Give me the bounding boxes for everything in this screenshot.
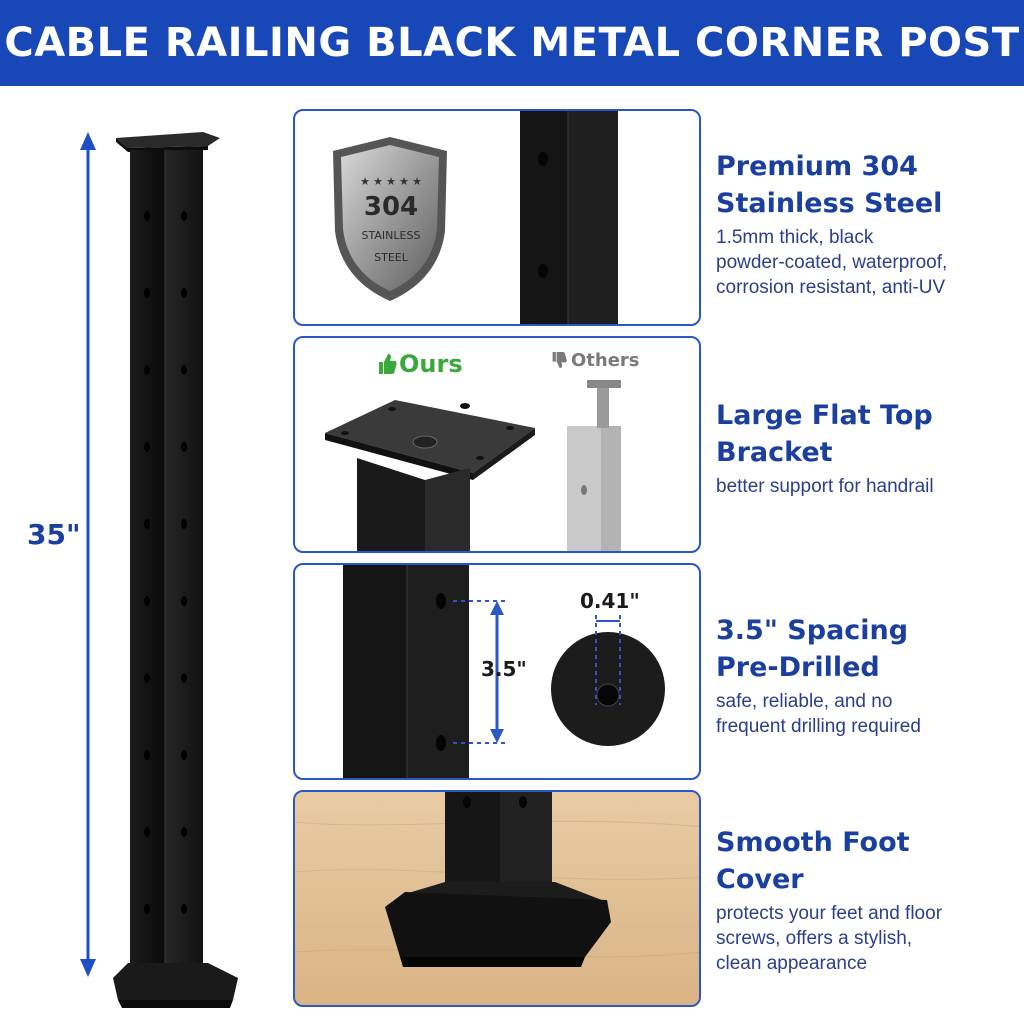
feature-spacing: 3.5" Spacing Pre-Drilled safe, reliable,… (716, 612, 1016, 739)
thumbs-up-icon (379, 354, 397, 374)
badge-star-icon: ★ (386, 175, 396, 188)
post-hole (181, 750, 187, 760)
bracket-panel-art (325, 380, 621, 551)
feature-desc-line: protects your feet and floor (716, 903, 943, 924)
feature-stainless: Premium 304 Stainless Steel 1.5mm thick,… (716, 148, 1016, 300)
feature-desc: better support for handrail (716, 474, 1016, 499)
badge-star-icon: ★ (360, 175, 370, 188)
post-hole (181, 211, 187, 221)
post-hole (181, 519, 187, 529)
ours-label: Ours (399, 350, 463, 378)
thumbs-down-icon (552, 352, 567, 368)
feature-title-line: Bracket (716, 437, 833, 468)
hole-size-label: 0.41" (580, 589, 640, 613)
feature-desc-line: clean appearance (716, 953, 868, 974)
feature-title-line: Premium 304 (716, 151, 918, 182)
height-arrow-icon (80, 132, 96, 977)
post-hole (144, 211, 150, 221)
feature-desc-line: powder-coated, waterproof, (716, 252, 948, 273)
post-hole (181, 288, 187, 298)
badge-line1: STAINLESS (362, 229, 421, 242)
feature-desc: 1.5mm thick, black powder-coated, waterp… (716, 225, 1016, 300)
panel-spacing: 3.5" 0.41" (293, 563, 701, 780)
feature-title: 3.5" Spacing Pre-Drilled (716, 612, 1016, 686)
post-hole (144, 827, 150, 837)
panel-foot-cover (293, 790, 701, 1007)
post-hole (144, 519, 150, 529)
post-hole (144, 750, 150, 760)
corner-post-image (113, 132, 238, 1008)
feature-bracket: Large Flat Top Bracket better support fo… (716, 397, 1016, 499)
post-hole (144, 904, 150, 914)
post-hole (181, 365, 187, 375)
feature-desc: safe, reliable, and no frequent drilling… (716, 689, 1016, 739)
feature-foot-cover: Smooth Foot Cover protects your feet and… (716, 824, 1016, 976)
feature-desc: protects your feet and floor screws, off… (716, 901, 1016, 976)
height-label: 35" (27, 518, 81, 551)
feature-title-line: Smooth Foot (716, 827, 910, 858)
feature-desc-line: corrosion resistant, anti-UV (716, 277, 946, 298)
badge-line2: STEEL (374, 251, 409, 264)
panel-stainless-steel: ★★★★★ 304 STAINLESS STEEL (293, 109, 701, 326)
post-hole (144, 365, 150, 375)
post-hole (181, 673, 187, 683)
post-hole (181, 904, 187, 914)
post-hole (181, 596, 187, 606)
feature-title-line: Stainless Steel (716, 188, 943, 219)
feature-title: Premium 304 Stainless Steel (716, 148, 1016, 222)
badge-star-icon: ★ (373, 175, 383, 188)
feature-desc-line: safe, reliable, and no (716, 691, 893, 712)
post-hole (144, 673, 150, 683)
feature-title: Large Flat Top Bracket (716, 397, 1016, 471)
stainless-panel-art: ★★★★★ 304 STAINLESS STEEL (333, 111, 618, 324)
badge-star-icon: ★ (399, 175, 409, 188)
feature-title-line: Large Flat Top (716, 400, 933, 431)
title-banner: CABLE RAILING BLACK METAL CORNER POST (0, 0, 1024, 86)
foot-panel-art (295, 792, 699, 1005)
panel-top-bracket: Ours Others (293, 336, 701, 553)
feature-title: Smooth Foot Cover (716, 824, 1016, 898)
post-hole (144, 596, 150, 606)
feature-desc-line: 1.5mm thick, black (716, 227, 874, 248)
badge-grade: 304 (364, 192, 418, 222)
banner-title: CABLE RAILING BLACK METAL CORNER POST (4, 20, 1020, 66)
feature-title-line: 3.5" Spacing (716, 615, 909, 646)
spacing-panel-art (343, 565, 665, 778)
badge-star-icon: ★ (412, 175, 422, 188)
post-hole (144, 288, 150, 298)
feature-desc-line: frequent drilling required (716, 716, 921, 737)
feature-desc-line: screws, offers a stylish, (716, 928, 913, 949)
feature-desc-line: better support for handrail (716, 476, 934, 497)
shield-badge-icon: ★★★★★ 304 STAINLESS STEEL (333, 137, 447, 301)
feature-title-line: Pre-Drilled (716, 652, 880, 683)
spacing-label: 3.5" (481, 657, 527, 681)
others-label: Others (571, 350, 640, 371)
post-hole (181, 442, 187, 452)
post-hole (181, 827, 187, 837)
feature-title-line: Cover (716, 864, 804, 895)
post-holes (144, 211, 187, 914)
post-hole (144, 442, 150, 452)
